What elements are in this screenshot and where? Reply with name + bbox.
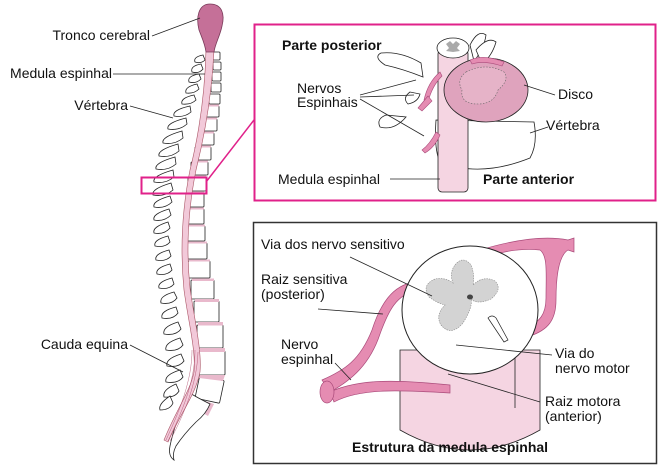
label-disc: Disco	[558, 86, 594, 102]
label-posterior: Parte posterior	[282, 37, 382, 53]
cord-structure-box	[252, 221, 658, 465]
vertebra-detail-box	[253, 23, 657, 202]
label-sensory-root-1: Raiz sensitiva	[261, 271, 348, 287]
label-brainstem: Tronco cerebral	[52, 27, 150, 43]
label-sensory-root-2: (posterior)	[261, 286, 325, 302]
label-cauda-equina: Cauda equina	[40, 336, 128, 352]
zoom-connector-line	[205, 119, 255, 183]
vertebra-illustration	[377, 32, 536, 193]
label-sensory-path: Via dos nervo sensitivo	[261, 236, 405, 252]
sacrum	[169, 391, 211, 461]
caption-cord-structure: Estrutura da medula espinhal	[352, 439, 549, 455]
spinal-cord	[163, 49, 215, 443]
label-spinal-nerves-1: Nervos	[297, 80, 342, 96]
label-spinal-cord-detail: Medula espinhal	[278, 171, 380, 187]
vertebra-leader-lines	[359, 79, 556, 180]
label-anterior: Parte anterior	[483, 171, 575, 187]
spine-leader-lines	[113, 17, 205, 373]
cord-leader-lines	[317, 256, 553, 403]
spinous-processes	[152, 54, 206, 411]
label-vertebra-detail: Vértebra	[546, 117, 600, 133]
label-spinal-nerves-2: Espinhais	[297, 94, 358, 110]
cord-cross-section	[319, 237, 575, 451]
cauda-equina	[165, 349, 199, 442]
label-motor-path-1: Via do	[555, 345, 595, 361]
label-motor-root-1: Raiz motora	[545, 393, 621, 409]
label-vertebra: Vértebra	[74, 97, 128, 113]
zoom-highlight-box	[140, 176, 208, 195]
label-spinal-nerve-2: espinhal	[281, 351, 334, 367]
label-spinal-nerve-1: Nervo	[281, 336, 319, 352]
spinal-column	[152, 3, 226, 461]
label-motor-root-2: (anterior)	[545, 408, 602, 424]
label-motor-path-2: nervo motor	[555, 360, 630, 376]
label-spinal-cord: Medula espinhal	[10, 65, 112, 81]
brainstem	[197, 3, 224, 53]
